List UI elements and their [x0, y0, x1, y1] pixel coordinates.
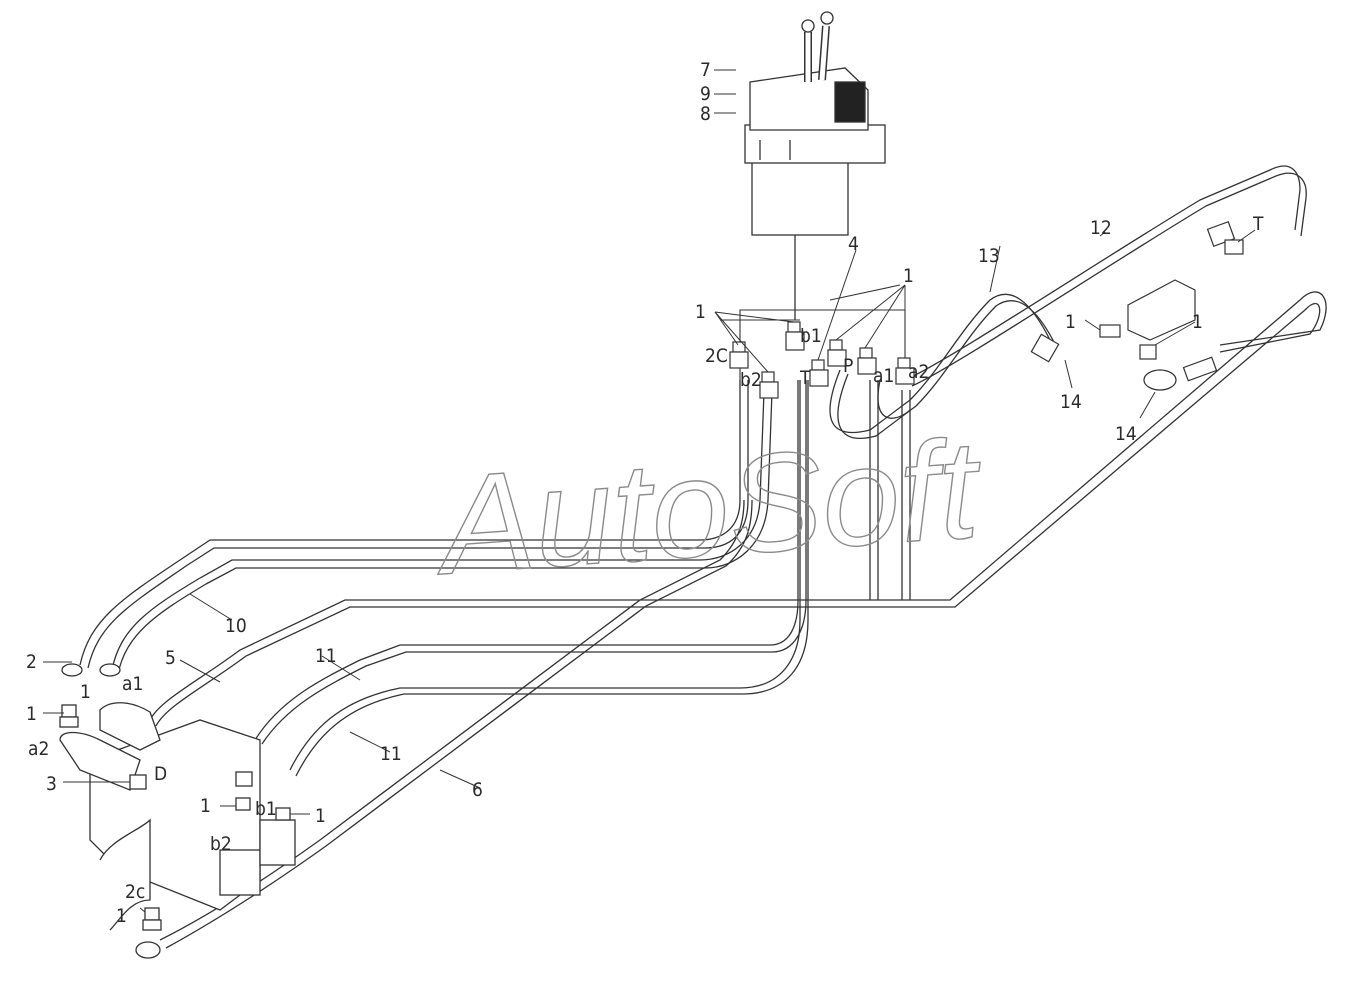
callout-8: 8 — [700, 103, 711, 125]
callout-1-b1: 1 — [200, 795, 211, 817]
callout-1-fitting-a: 1 — [1065, 311, 1076, 333]
callout-1-a2: 1 — [26, 703, 37, 725]
callout-1-b1-right: 1 — [315, 805, 326, 827]
callout-1-a1: 1 — [80, 681, 91, 703]
port-b1-block: b1 — [255, 798, 277, 820]
watermark: AutoSoft — [429, 409, 988, 604]
port-a2-valve: a2 — [908, 361, 929, 383]
port-labels: 2C b2 b1 T P a1 a2 T a1 a2 D b1 b2 2c — [28, 213, 1264, 903]
callout-1-2c: 1 — [116, 905, 127, 927]
port-b1-valve: b1 — [800, 325, 822, 347]
port-2c-valve: 2C — [705, 345, 728, 367]
fittings — [729, 221, 1244, 399]
leader-lines — [43, 69, 1256, 913]
callout-14-b: 14 — [1115, 423, 1137, 445]
callout-13: 13 — [978, 245, 1000, 267]
callout-2: 2 — [26, 651, 37, 673]
port-D-block: D — [154, 763, 167, 785]
callout-6: 6 — [472, 779, 483, 801]
callout-5: 5 — [165, 647, 176, 669]
port-b2-valve: b2 — [740, 369, 762, 391]
callout-1-valve-left: 1 — [695, 301, 706, 323]
port-P-valve: P — [843, 355, 853, 377]
callout-4: 4 — [848, 233, 859, 255]
port-2c-block: 2c — [125, 881, 145, 903]
callouts: 7 9 8 1 4 1 13 12 1 1 14 14 10 2 5 11 11… — [26, 59, 1203, 927]
port-T-valve: T — [799, 367, 811, 389]
main-valve-block — [59, 663, 296, 959]
pilot-valve — [744, 11, 886, 320]
port-a1-block: a1 — [122, 673, 143, 695]
callout-9: 9 — [700, 83, 711, 105]
callout-1-valve-right: 1 — [903, 265, 914, 287]
hose-lines — [79, 165, 1327, 949]
port-a2-block: a2 — [28, 738, 49, 760]
port-a1-valve: a1 — [873, 365, 894, 387]
callout-1-fitting-b: 1 — [1192, 311, 1203, 333]
callout-3: 3 — [46, 773, 57, 795]
callout-11-b: 11 — [380, 743, 402, 765]
callout-7: 7 — [700, 59, 711, 81]
callout-14-a: 14 — [1060, 391, 1082, 413]
callout-12: 12 — [1090, 217, 1112, 239]
callout-11-a: 11 — [315, 645, 337, 667]
port-T-right: T — [1252, 213, 1264, 235]
callout-10: 10 — [225, 615, 247, 637]
port-b2-block: b2 — [210, 833, 232, 855]
